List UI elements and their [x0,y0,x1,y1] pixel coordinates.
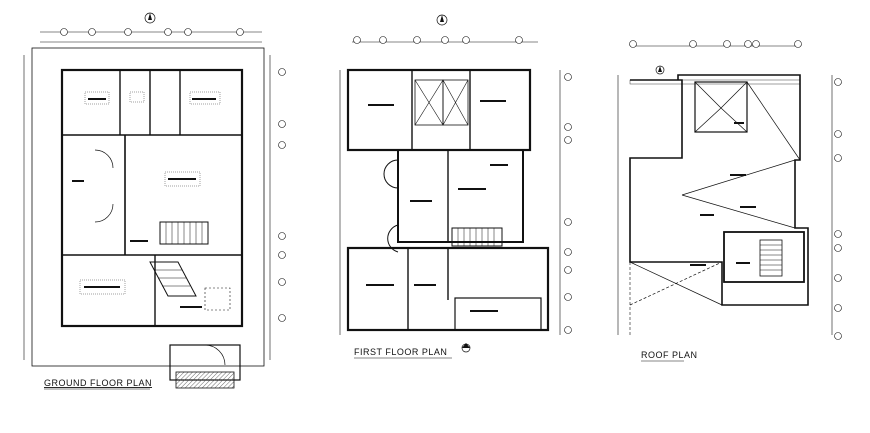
ground-site-border [31,47,265,367]
ground-house-wall [60,68,244,328]
ground-floor-plan-title: GROUND FLOOR PLAN [44,378,152,388]
first-upper-block [346,68,532,152]
ground-floor-plan [23,12,286,389]
first-floor-plan-title: FIRST FLOOR PLAN [354,347,447,357]
roof-outline [629,74,809,306]
first-floor-plan [339,14,572,353]
roof-plan [617,40,842,340]
roof-plan-title: ROOF PLAN [641,350,698,360]
